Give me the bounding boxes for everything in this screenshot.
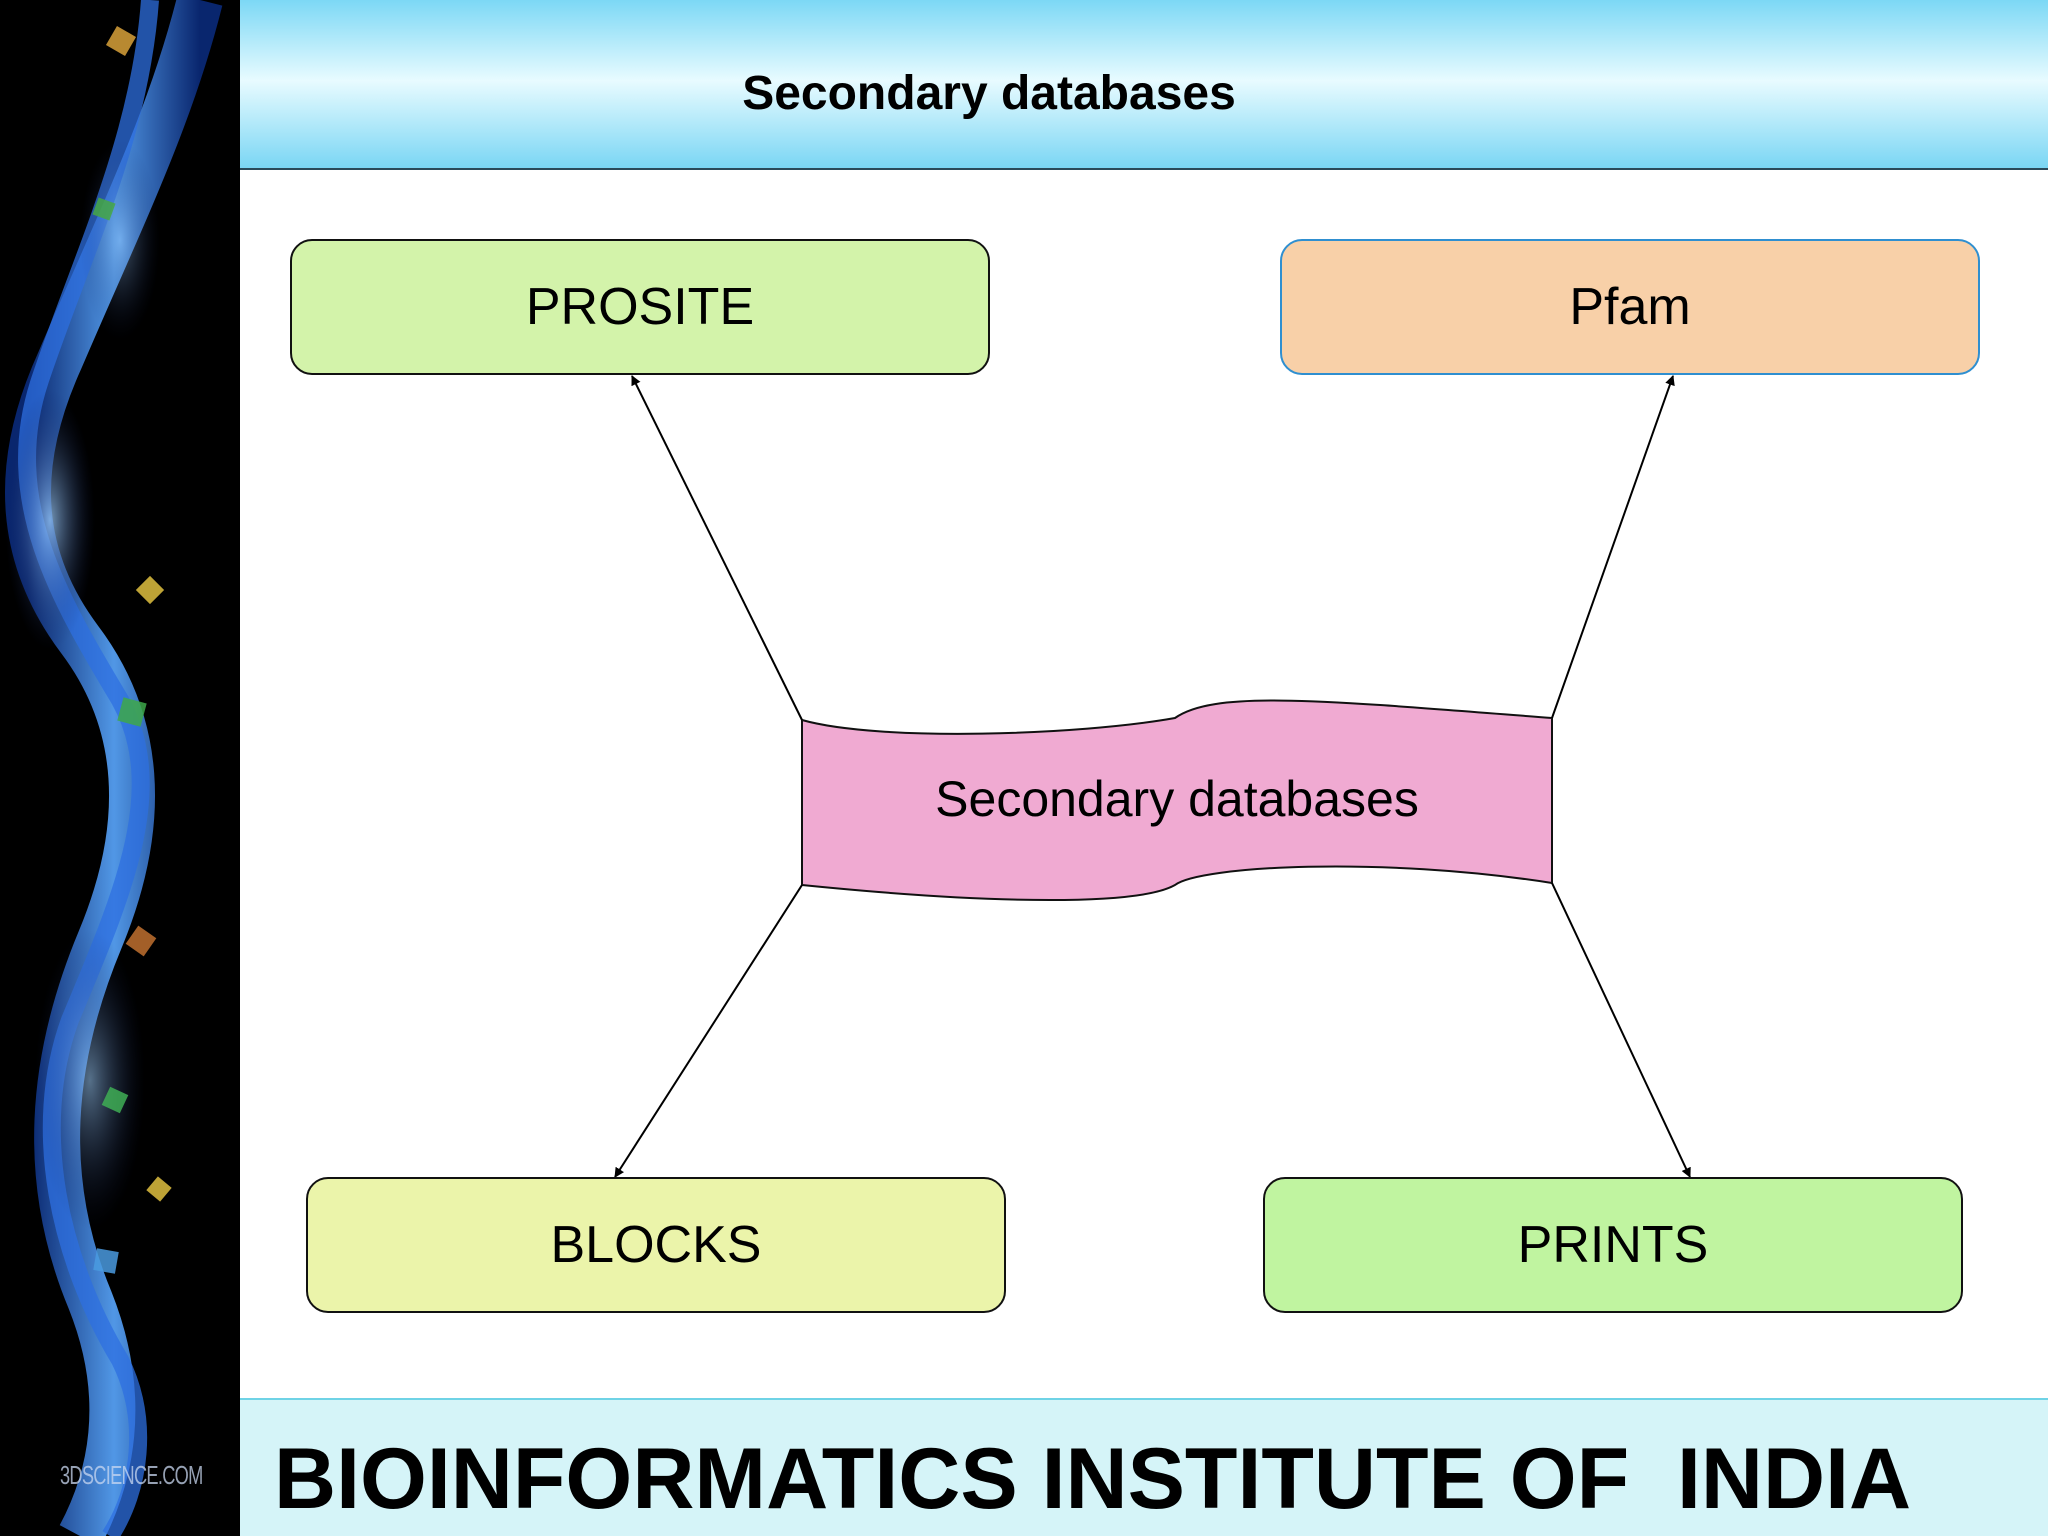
slide-footer: BIOINFORMATICS INSTITUTE OF INDIA	[240, 1398, 2048, 1536]
node-blocks-label: BLOCKS	[550, 1216, 762, 1274]
arrow-to-prints	[1551, 882, 1691, 1178]
slide-title: Secondary databases	[742, 67, 1236, 120]
node-prosite-label: PROSITE	[525, 278, 755, 336]
arrow-to-blocks	[614, 884, 803, 1178]
node-prints: PRINTS	[1263, 1177, 1963, 1313]
node-prints-label: PRINTS	[1517, 1216, 1709, 1274]
arrow-to-prosite	[631, 375, 803, 721]
node-pfam-label: Pfam	[1569, 278, 1691, 336]
footer-institute-name: BIOINFORMATICS INSTITUTE OF INDIA	[274, 1431, 1912, 1527]
node-pfam: Pfam	[1280, 239, 1980, 375]
decorative-dna-sidebar: 3DSCIENCE.COM	[0, 0, 240, 1536]
slide-header: Secondary databases	[240, 0, 2048, 170]
center-banner-label: Secondary databases	[935, 771, 1419, 827]
arrow-to-pfam	[1551, 375, 1675, 719]
watermark-text: 3DSCIENCE.COM	[60, 1460, 203, 1490]
node-blocks: BLOCKS	[306, 1177, 1006, 1313]
node-prosite: PROSITE	[290, 239, 990, 375]
